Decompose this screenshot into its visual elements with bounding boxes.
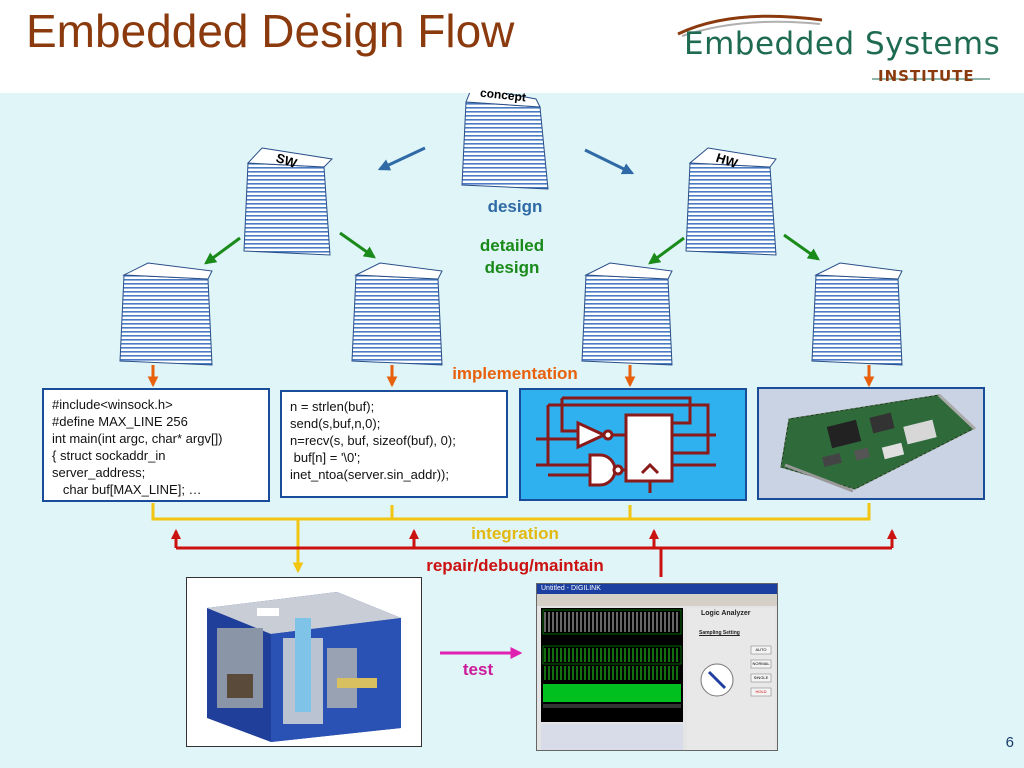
code-line: int main(int argc, char* argv[]) bbox=[52, 431, 223, 446]
code-line: n = strlen(buf); bbox=[290, 399, 375, 414]
integration-label: integration bbox=[471, 524, 559, 543]
code-line: send(s,buf,n,0); bbox=[290, 416, 381, 431]
detailed-design-label: detailed design bbox=[479, 236, 545, 277]
hw-detail-stack-2 bbox=[811, 262, 903, 366]
detail-arrow-hw-left bbox=[648, 236, 685, 265]
logo-main-text: Embedded Systems bbox=[684, 26, 1001, 62]
design-arrow-sw bbox=[377, 146, 426, 171]
analyzer-panel-title: Logic Analyzer bbox=[701, 610, 751, 617]
logic-circuit-schematic bbox=[519, 388, 747, 501]
analyzer-sampling-label: Sampling Setting bbox=[699, 630, 740, 636]
slide-header: Embedded Design Flow Embedded Systems IN… bbox=[0, 0, 1024, 93]
slide-title: Embedded Design Flow bbox=[26, 5, 515, 57]
hw-document-stack bbox=[685, 147, 777, 256]
hw-detail-stack-1 bbox=[581, 262, 673, 366]
detail-arrow-sw-left bbox=[204, 236, 241, 265]
analyzer-button-single: SINGLE bbox=[753, 675, 769, 680]
sw-detail-stack-1 bbox=[119, 262, 213, 366]
test-label: test bbox=[462, 660, 494, 679]
circuit-board-image bbox=[757, 387, 985, 500]
code-line: server_address; bbox=[52, 465, 146, 480]
analyzer-title-bar: Untitled - DIGILINK bbox=[537, 584, 777, 594]
institute-logo: Embedded Systems INSTITUTE bbox=[672, 12, 1012, 88]
code-line: #include<winsock.h> bbox=[52, 397, 173, 412]
sw-detail-stack-2 bbox=[351, 262, 443, 366]
logo-swoosh-icon bbox=[677, 14, 990, 80]
repair-label: repair/debug/maintain bbox=[426, 556, 604, 575]
design-label: design bbox=[487, 197, 543, 216]
flow-diagram bbox=[119, 93, 903, 659]
code-line: char buf[MAX_LINE]; … bbox=[52, 482, 202, 497]
concept-document-stack bbox=[461, 93, 549, 190]
page-number: 6 bbox=[1005, 734, 1014, 751]
code-line: { struct sockaddr_in bbox=[52, 448, 166, 463]
logic-analyzer-screenshot: Untitled - DIGILINK Logic Analyzer Sampl… bbox=[536, 583, 778, 751]
integration-connector bbox=[151, 503, 871, 574]
code-line: buf[n] = '\0'; bbox=[290, 450, 361, 465]
detail-arrow-hw-right bbox=[783, 233, 820, 261]
analyzer-button-hold: HOLD bbox=[755, 689, 767, 694]
code-line: #define MAX_LINE 256 bbox=[52, 414, 188, 429]
implementation-label: implementation bbox=[452, 364, 578, 383]
code-line: n=recv(s, buf, sizeof(buf), 0); bbox=[290, 433, 456, 448]
sw-document-stack bbox=[243, 147, 334, 256]
repair-feedback-connector bbox=[170, 528, 898, 577]
diagram-area: concept SW HW design detailed design imp… bbox=[0, 86, 1024, 768]
lithography-machine-image bbox=[186, 577, 422, 747]
logo-sub-text: INSTITUTE bbox=[878, 67, 975, 85]
analyzer-button-normal: NORMAL bbox=[752, 661, 770, 666]
sw-code-box-1: #include<winsock.h> #define MAX_LINE 256… bbox=[42, 388, 270, 502]
design-arrow-hw bbox=[584, 148, 635, 175]
analyzer-button-auto: AUTO bbox=[755, 647, 767, 652]
code-line: inet_ntoa(server.sin_addr)); bbox=[290, 467, 449, 482]
sw-code-box-2: n = strlen(buf); send(s,buf,n,0); n=recv… bbox=[280, 390, 508, 498]
detail-arrow-sw-right bbox=[339, 231, 376, 259]
